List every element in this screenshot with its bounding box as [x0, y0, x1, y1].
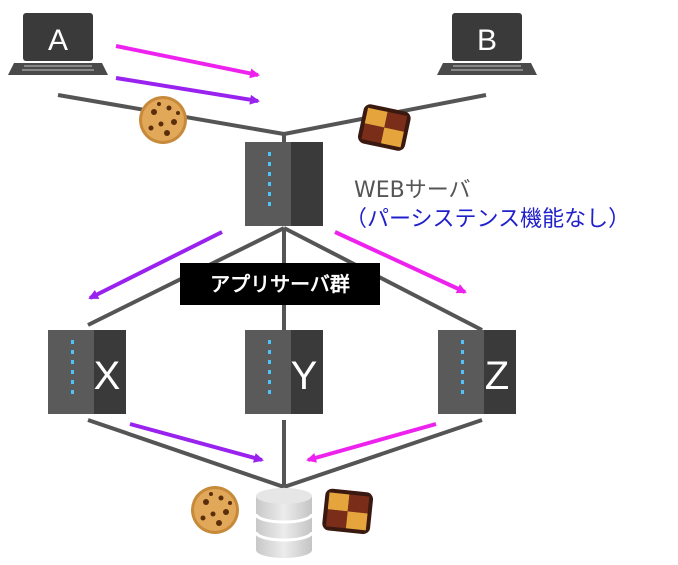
- arrow-web-to-z: [334, 230, 467, 294]
- server-icon: Z: [438, 330, 516, 414]
- arrow-web-to-x: [88, 230, 223, 300]
- checkered-cookie-icon: [357, 104, 411, 151]
- web-server-note: （パーシステンス機能なし）: [345, 207, 631, 232]
- database-icon: [254, 488, 314, 558]
- server-y-label: Y: [291, 354, 318, 398]
- server-x-label: X: [94, 354, 121, 398]
- client-b-label: B: [477, 24, 497, 57]
- server-icon: Y: [245, 330, 323, 414]
- checkered-cookie-icon: [322, 488, 374, 535]
- arrow-x-to-db: [129, 422, 264, 463]
- laptop-icon: A: [8, 13, 108, 75]
- arrow-a-to-web-pink: [115, 44, 260, 79]
- cookie-icon: [191, 486, 239, 534]
- server-z-label: Z: [485, 354, 509, 398]
- app-server-group-label: アプリサーバ群: [180, 263, 380, 305]
- laptop-icon: B: [437, 13, 537, 75]
- web-server-label: WEBサーバ: [354, 178, 471, 203]
- arrow-z-to-db: [306, 422, 437, 463]
- cookie-icon: [139, 96, 187, 144]
- server-icon: X: [48, 330, 126, 414]
- arrow-a-to-web-purple: [115, 76, 260, 105]
- server-icon: [245, 142, 323, 226]
- client-a-label: A: [48, 24, 68, 57]
